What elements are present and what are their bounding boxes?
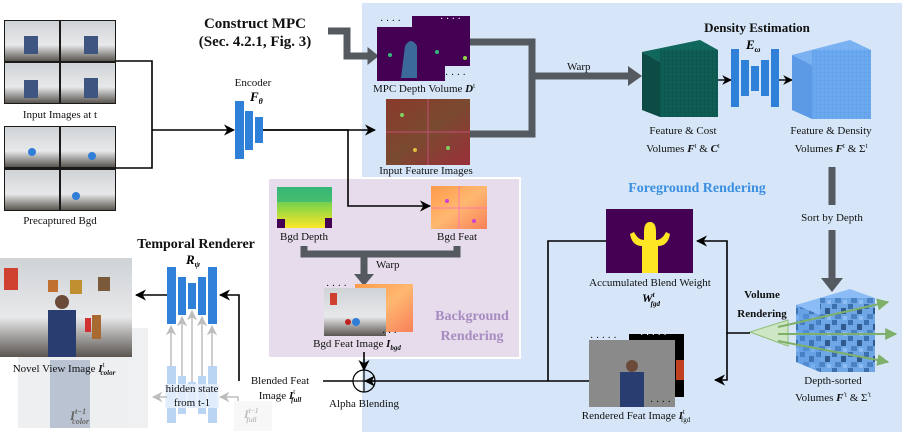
temporal-renderer-title: Temporal Renderer (137, 237, 255, 252)
mpc-depth-label: MPC Depth Volume Dt (373, 82, 475, 95)
feature-cost-line1: Feature & Cost (649, 125, 716, 137)
alpha-blending-label: Alpha Blending (329, 398, 399, 410)
bgd-feat-image-stack: · · · · · · · (324, 281, 413, 339)
bgd-depth-label: Bgd Depth (280, 231, 328, 243)
warp-label-top: Warp (567, 61, 591, 73)
bgd-feat-image-label: Bgd Feat Image Ibgd (313, 338, 401, 352)
svg-text:· · · ·: · · · · (650, 397, 671, 408)
feature-density-line1: Feature & Density (790, 125, 872, 137)
volume-rendering-line2: Rendering (737, 308, 787, 320)
bgd-feat-image (431, 186, 487, 229)
accumulated-to-blend-line (547, 240, 606, 381)
density-estimation-network (731, 49, 779, 107)
svg-text:· · · · ·: · · · · · (640, 330, 667, 341)
accumulated-blend-label: Accumulated Blend Weight (589, 277, 711, 289)
construct-mpc-subtitle: (Sec. 4.2.1, Fig. 3) (199, 34, 311, 50)
input-bracket (116, 60, 153, 169)
encoder-network (235, 101, 263, 159)
warp-merge-bracket (470, 38, 536, 138)
blended-feat-line1: Blended Feat (251, 375, 309, 387)
accumulated-blend-weight-image (606, 209, 693, 273)
input-feature-images-label: Input Feature Images (379, 165, 472, 177)
hidden-state-arrows (151, 309, 239, 418)
precaptured-bgd-label: Precaptured Bgd (23, 215, 97, 227)
hidden-state-line2: from t-1 (174, 397, 210, 409)
background-rendering-line2: Rendering (441, 329, 504, 344)
encoder-symbol: Fθ (249, 89, 264, 106)
volume-rendering-line1: Volume (744, 289, 780, 301)
ray-3 (777, 340, 890, 366)
prev-full-box (234, 401, 272, 431)
input-images-grid (4, 20, 116, 104)
feature-density-line2: Volumes Ft & Σt (795, 142, 868, 155)
bgd-warp-bracket (300, 246, 461, 258)
construct-mpc-arrow (328, 27, 370, 60)
encoder-label: Encoder (235, 77, 272, 89)
temporal-renderer-network (167, 267, 217, 324)
svg-text:· · · ·: · · · · (380, 16, 401, 27)
svg-text:· · · ·: · · · · (440, 14, 461, 25)
bgd-warp-label: Warp (376, 259, 400, 271)
sort-by-depth-label: Sort by Depth (801, 212, 863, 224)
svg-text:· · · ·: · · · · (445, 70, 466, 81)
alpha-blending-operator (352, 369, 376, 393)
to-rendered-arrow (713, 333, 728, 386)
foreground-rendering-title: Foreground Rendering (628, 181, 766, 196)
depth-sorted-line1: Depth-sorted (804, 375, 862, 387)
input-images-label: Input Images at t (23, 109, 97, 121)
novel-view-image (0, 258, 132, 357)
svg-text:· · · ·: · · · · (326, 281, 347, 292)
feature-cost-line2: Volumes Ft & Ct (646, 142, 720, 155)
ray-1 (777, 298, 890, 328)
density-estimation-symbol: Eω (745, 37, 761, 54)
hidden-state-network (165, 366, 219, 423)
bgd-feat-label: Bgd Feat (437, 231, 477, 243)
svg-text:· · ·: · · · (382, 328, 397, 339)
background-rendering-line1: Background (435, 309, 509, 324)
feature-cost-volume-cube (642, 40, 718, 117)
feature-density-volume-cube (792, 40, 871, 119)
blend-to-renderer-arrow (218, 289, 240, 381)
to-accumulated-arrow (695, 235, 750, 334)
rendered-feat-image: · · · · · · · · · · · · · · (589, 330, 684, 408)
density-estimation-title: Density Estimation (704, 20, 811, 35)
precaptured-bgd-grid (4, 126, 116, 211)
bgd-depth-image (277, 187, 332, 228)
temporal-renderer-symbol: Rψ (185, 252, 201, 269)
input-feature-images (386, 99, 470, 165)
svg-text:· · · · ·: · · · · · (590, 333, 617, 344)
hidden-state-line1: hidden state (166, 383, 219, 395)
construct-mpc-title: Construct MPC (204, 16, 306, 32)
depth-sorted-line2: Volumes F′t & Σ′t (795, 391, 871, 404)
mpc-depth-volume: · · · · · · · · · · · · (377, 14, 470, 81)
